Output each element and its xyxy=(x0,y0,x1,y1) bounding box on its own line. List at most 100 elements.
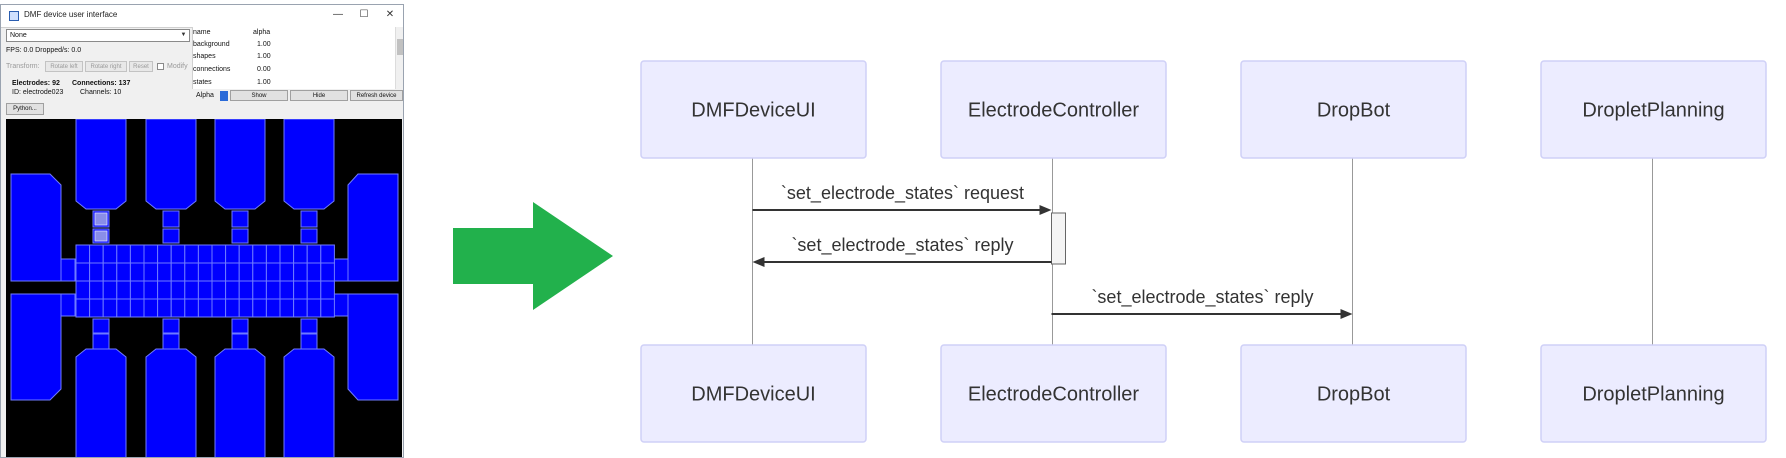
grid-electrode[interactable] xyxy=(102,298,118,318)
grid-electrode[interactable] xyxy=(197,298,213,318)
device-canvas[interactable] xyxy=(6,119,402,458)
grid-electrode[interactable] xyxy=(306,280,322,300)
grid-electrode[interactable] xyxy=(238,244,254,264)
grid-electrode[interactable] xyxy=(252,262,267,282)
hide-button[interactable]: Hide xyxy=(290,90,348,101)
grid-electrode[interactable] xyxy=(184,244,199,264)
grid-electrode[interactable] xyxy=(320,298,335,318)
grid-electrode[interactable] xyxy=(116,280,131,300)
table-row[interactable]: states 1.00 xyxy=(193,77,393,89)
grid-electrode[interactable] xyxy=(170,262,186,282)
grid-electrode[interactable] xyxy=(211,298,227,318)
grid-electrode[interactable] xyxy=(129,244,145,264)
grid-electrode[interactable] xyxy=(143,280,159,300)
grid-electrode[interactable] xyxy=(89,298,104,318)
grid-electrode[interactable] xyxy=(211,244,227,264)
grid-electrode[interactable] xyxy=(320,280,335,300)
grid-electrode[interactable] xyxy=(129,298,145,318)
grid-electrode[interactable] xyxy=(238,298,254,318)
title-bar[interactable]: DMF device user interface — ☐ ✕ xyxy=(1,5,403,28)
grid-electrode[interactable] xyxy=(170,280,186,300)
grid-electrode[interactable] xyxy=(225,244,240,264)
grid-electrode[interactable] xyxy=(252,244,267,264)
refresh-device-button[interactable]: Refresh device xyxy=(350,90,403,101)
close-button[interactable]: ✕ xyxy=(385,9,395,20)
minimize-button[interactable]: — xyxy=(333,9,343,20)
grid-electrode[interactable] xyxy=(102,280,118,300)
grid-electrode[interactable] xyxy=(320,244,335,264)
modify-checkbox[interactable] xyxy=(157,63,164,70)
grid-electrode[interactable] xyxy=(293,280,308,300)
video-source-combo[interactable]: None ▼ xyxy=(6,29,190,42)
grid-electrode[interactable] xyxy=(75,298,91,318)
grid-electrode[interactable] xyxy=(143,262,159,282)
grid-electrode[interactable] xyxy=(143,298,159,318)
table-row[interactable]: connections 0.00 xyxy=(193,64,393,76)
grid-electrode[interactable] xyxy=(184,280,199,300)
grid-electrode[interactable] xyxy=(265,244,281,264)
grid-electrode[interactable] xyxy=(143,244,159,264)
grid-electrode[interactable] xyxy=(129,262,145,282)
grid-electrode[interactable] xyxy=(279,298,295,318)
grid-electrode[interactable] xyxy=(116,298,131,318)
grid-electrode[interactable] xyxy=(225,262,240,282)
grid-electrode[interactable] xyxy=(293,262,308,282)
electrode-array-drawing[interactable] xyxy=(6,119,402,458)
grid-electrode[interactable] xyxy=(170,298,186,318)
grid-electrode[interactable] xyxy=(75,280,91,300)
grid-electrode[interactable] xyxy=(197,262,213,282)
grid-electrode[interactable] xyxy=(157,262,172,282)
grid-electrode[interactable] xyxy=(89,244,104,264)
table-row[interactable]: background 1.00 xyxy=(193,39,393,51)
maximize-button[interactable]: ☐ xyxy=(359,9,369,20)
grid-electrode[interactable] xyxy=(293,298,308,318)
scroll-thumb[interactable] xyxy=(397,39,403,55)
grid-electrode[interactable] xyxy=(252,280,267,300)
grid-electrode[interactable] xyxy=(320,262,335,282)
grid-electrode[interactable] xyxy=(238,262,254,282)
grid-electrode[interactable] xyxy=(265,298,281,318)
grid-electrode[interactable] xyxy=(211,280,227,300)
rotate-right-button[interactable]: Rotate right xyxy=(85,61,127,72)
table-row[interactable]: shapes 1.00 xyxy=(193,51,393,63)
grid-electrode[interactable] xyxy=(252,298,267,318)
dmf-device-ui-window: DMF device user interface — ☐ ✕ None ▼ F… xyxy=(0,4,404,458)
grid-electrode[interactable] xyxy=(225,298,240,318)
grid-electrode[interactable] xyxy=(238,280,254,300)
show-button[interactable]: Show xyxy=(230,90,288,101)
grid-electrode[interactable] xyxy=(89,280,104,300)
grid-electrode[interactable] xyxy=(184,298,199,318)
grid-electrode[interactable] xyxy=(184,262,199,282)
grid-electrode[interactable] xyxy=(279,244,295,264)
layers-table[interactable]: name alpha background 1.00 shapes 1.00 c… xyxy=(192,27,403,89)
grid-electrode[interactable] xyxy=(279,262,295,282)
table-scrollbar[interactable] xyxy=(395,27,403,89)
grid-electrode[interactable] xyxy=(157,280,172,300)
grid-electrode[interactable] xyxy=(116,262,131,282)
grid-electrode[interactable] xyxy=(211,262,227,282)
grid-electrode[interactable] xyxy=(102,244,118,264)
grid-electrode[interactable] xyxy=(75,244,91,264)
grid-electrode[interactable] xyxy=(116,244,131,264)
grid-electrode[interactable] xyxy=(306,298,322,318)
grid-electrode[interactable] xyxy=(293,244,308,264)
grid-electrode[interactable] xyxy=(129,280,145,300)
grid-electrode[interactable] xyxy=(170,244,186,264)
grid-electrode[interactable] xyxy=(306,244,322,264)
grid-electrode[interactable] xyxy=(279,280,295,300)
grid-electrode[interactable] xyxy=(157,298,172,318)
grid-electrode[interactable] xyxy=(265,262,281,282)
grid-electrode[interactable] xyxy=(225,280,240,300)
grid-electrode[interactable] xyxy=(306,262,322,282)
grid-electrode[interactable] xyxy=(75,262,91,282)
reset-button[interactable]: Reset xyxy=(129,61,153,72)
rotate-left-button[interactable]: Rotate left xyxy=(45,61,83,72)
grid-electrode[interactable] xyxy=(89,262,104,282)
grid-electrode[interactable] xyxy=(157,244,172,264)
grid-electrode[interactable] xyxy=(197,280,213,300)
alpha-slider[interactable] xyxy=(220,91,228,101)
grid-electrode[interactable] xyxy=(197,244,213,264)
grid-electrode[interactable] xyxy=(265,280,281,300)
python-button[interactable]: Python... xyxy=(6,103,44,115)
grid-electrode[interactable] xyxy=(102,262,118,282)
